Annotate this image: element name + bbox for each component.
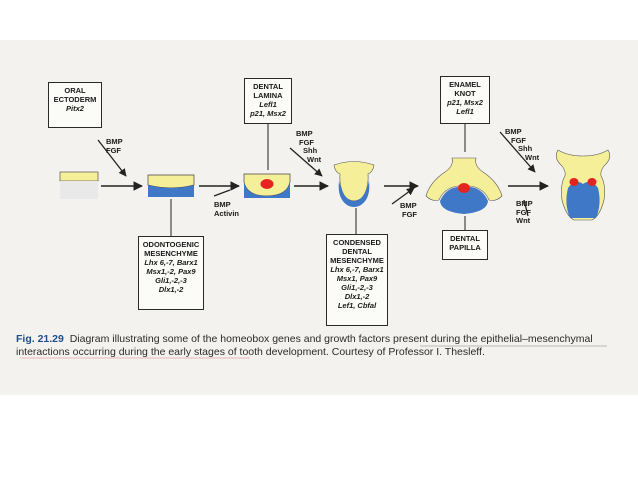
gene-name: Dlx1,-2 [158, 285, 184, 294]
factor-name: FGF [516, 207, 531, 217]
gene-name: p21, Msx2 [250, 109, 286, 118]
box-title-line: PAPILLA [449, 243, 481, 252]
factors-3: BMP FGF Shh Wnt [296, 129, 322, 164]
factor-name: BMP [214, 200, 231, 209]
stage-1-mesenchyme [60, 181, 98, 199]
arrow-factors-6-tick [523, 199, 529, 217]
gene-name: Pitx2 [66, 104, 84, 113]
gene-name: Gli1,-2,-3 [341, 283, 373, 292]
dental-papilla-box: DENTAL PAPILLA [442, 230, 488, 260]
box-title-line: MESENCHYME [330, 256, 384, 265]
stage-4-papilla-core [350, 188, 358, 194]
gene-name: Dlx1,-2 [344, 292, 370, 301]
oral-ectoderm-box: ORAL ECTODERM Pitx2 [48, 82, 102, 128]
arrow-factors-1 [97, 139, 127, 177]
odontogenic-mesenchyme-box: ODONTOGENIC MESENCHYME Lhx 6,-7, Barx1 M… [138, 236, 204, 310]
stage-2-mesenchyme [148, 185, 194, 197]
factor-name: FGF [511, 135, 526, 145]
factors-2: BMP Activin [214, 200, 240, 218]
gene-name: Msx1, Pax9 [336, 274, 378, 283]
gene-name: Lhx 6,-7, Barx1 [330, 265, 384, 274]
gene-name: Lef1, Cbfal [337, 301, 377, 310]
gene-name: Lhx 6,-7, Barx1 [144, 258, 198, 267]
stage-5-dental-papilla [440, 187, 488, 214]
factor-name: FGF [299, 137, 314, 147]
stage-3-mesenchyme [244, 182, 290, 198]
box-title-line: DENTAL [342, 247, 372, 256]
box-title-line: DENTAL [253, 82, 283, 91]
factors-6: BMP FGF Wnt [516, 199, 533, 226]
figure-label: Fig. 21.29 [16, 333, 64, 345]
caption-text: Diagram illustrating some of the homeobo… [16, 333, 593, 358]
gene-name: p21, Msx2 [447, 98, 483, 107]
factor-name: Activin [214, 208, 240, 218]
factor-name: BMP [516, 199, 533, 208]
stage-4-condensed-mesenchyme [338, 181, 370, 207]
condensed-dental-mesenchyme-box: CONDENSED DENTAL MESENCHYME Lhx 6,-7, Ba… [326, 234, 388, 326]
box-title-line: ODONTOGENIC [142, 240, 200, 249]
stage-2-thickening [147, 174, 195, 197]
scanned-page-background [0, 40, 638, 395]
stage-6-secondary-knot-left [569, 178, 579, 186]
stage-1-initiation [59, 171, 99, 199]
box-title-line: ENAMEL [449, 80, 481, 89]
gene-name: Msx1,-2, Pax9 [146, 267, 196, 276]
stage-6-secondary-knot-right [587, 178, 597, 186]
stage-3-dental-lamina [243, 173, 291, 198]
box-title-line: ORAL [64, 86, 86, 95]
stage-2-epithelium [147, 174, 195, 189]
box-title-line: LAMINA [253, 91, 283, 100]
stage-5-cap [425, 157, 503, 214]
factors-1: BMP FGF [106, 137, 123, 155]
factor-name: FGF [402, 209, 417, 219]
factor-name: Wnt [516, 216, 531, 226]
factor-name: BMP [505, 127, 522, 136]
stage-6-dental-papilla [566, 181, 600, 218]
arrow-factors-3 [289, 147, 323, 177]
gene-name: Lefl1 [456, 107, 474, 116]
figure-caption: Fig. 21.29 Diagram illustrating some of … [16, 333, 626, 359]
box-title-line: DENTAL [450, 234, 480, 243]
stage-6-bell [555, 149, 611, 221]
factor-name: Shh [518, 144, 533, 154]
gene-name: Lefl1 [259, 100, 277, 109]
arrow-factors-2-tick [213, 189, 231, 197]
enamel-knot-box: ENAMEL KNOT p21, Msx2 Lefl1 [440, 76, 490, 124]
factor-name: Shh [303, 146, 318, 156]
box-title-line: ECTODERM [53, 95, 97, 104]
factors-4: BMP FGF [400, 201, 417, 219]
factor-name: BMP [106, 137, 123, 146]
stage-5-enamel-knot [458, 183, 470, 193]
factor-name: BMP [296, 129, 313, 138]
stage-4-bud [333, 161, 375, 207]
arrow-factors-4 [391, 187, 415, 205]
box-title-line: CONDENSED [333, 238, 381, 247]
factor-name: Wnt [307, 154, 322, 164]
factors-5: BMP FGF Shh Wnt [505, 127, 540, 162]
factor-name: FGF [106, 145, 121, 155]
dental-lamina-box: DENTAL LAMINA Lefl1 p21, Msx2 [244, 78, 292, 124]
stage-1-epithelium [59, 171, 99, 182]
factor-name: Wnt [525, 152, 540, 162]
box-title-line: KNOT [454, 89, 476, 98]
stage-5-enamel-organ [425, 157, 503, 201]
box-title-line: MESENCHYME [144, 249, 198, 258]
gene-name: Gli1,-2,-3 [155, 276, 187, 285]
factor-name: BMP [400, 201, 417, 210]
stage-3-signaling-center [260, 179, 274, 189]
arrow-factors-5 [499, 131, 536, 173]
